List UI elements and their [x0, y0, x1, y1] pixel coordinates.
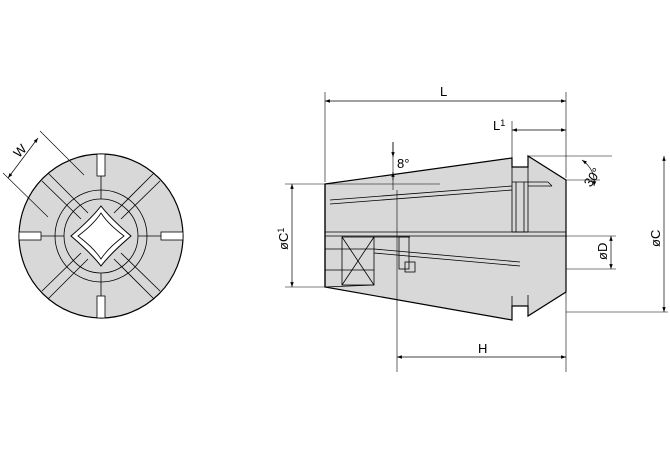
w-dimension — [2, 130, 85, 218]
l-dimension — [324, 92, 567, 182]
d-dimension — [566, 235, 616, 270]
side-view: L L1 8° 30° øC1 — [276, 84, 668, 372]
c-dimension — [566, 156, 668, 313]
c1-label: øC1 — [276, 228, 291, 250]
l1-label: L1 — [493, 118, 505, 133]
side-view-section — [324, 236, 521, 288]
angle-30-label: 30° — [581, 165, 605, 190]
side-view-slot-lines — [329, 180, 553, 233]
h-dimension — [396, 190, 567, 372]
c-label: øC — [648, 230, 663, 247]
d-label: øD — [595, 243, 610, 260]
w-label: W — [10, 141, 30, 161]
end-view-diagonal-flats — [41, 172, 161, 300]
angle-30-annotation — [528, 155, 612, 187]
angle-8-annotation — [325, 142, 440, 190]
end-view-slots — [18, 153, 184, 319]
l1-dimension — [511, 121, 566, 158]
end-view: W — [2, 130, 184, 319]
angle-8-label: 8° — [397, 156, 409, 171]
c1-dimension — [285, 183, 325, 288]
end-view-cross-bore — [70, 205, 132, 267]
h-label: H — [478, 341, 487, 356]
l-label: L — [440, 84, 447, 99]
